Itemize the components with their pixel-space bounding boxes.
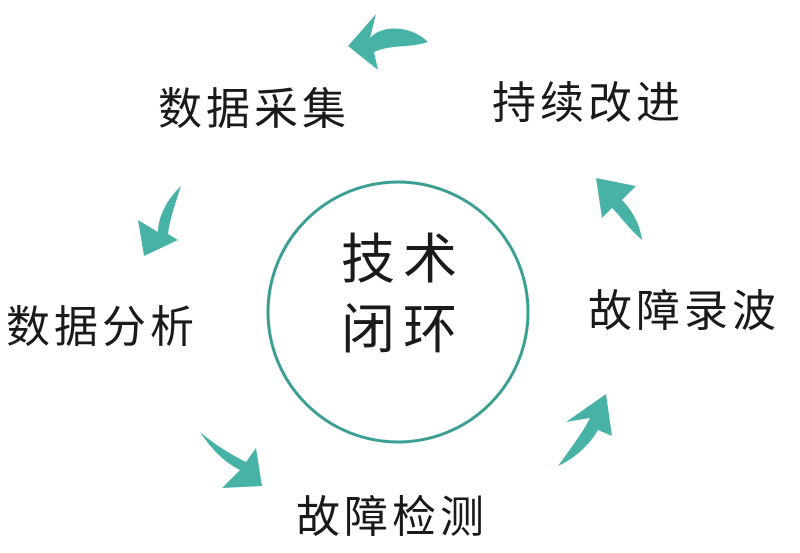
arrow-detect-to-wave — [558, 394, 612, 466]
stage-data-analysis: 数据分析 — [6, 302, 198, 353]
center-circle — [266, 180, 530, 444]
center-title-line1: 技术 — [341, 228, 465, 291]
stage-fault-detection: 故障检测 — [296, 492, 488, 543]
arrow-wave-to-improve — [596, 178, 642, 240]
arrow-collect-to-analyze — [138, 186, 181, 256]
center-title-line2: 闭环 — [341, 298, 465, 361]
stage-fault-recording: 故障录波 — [588, 286, 780, 337]
stage-continuous-improvement: 持续改进 — [492, 78, 684, 129]
arrow-analyze-to-detect — [200, 432, 262, 488]
stage-data-collection: 数据采集 — [158, 84, 350, 135]
arrow-improve-to-collect — [348, 14, 428, 70]
